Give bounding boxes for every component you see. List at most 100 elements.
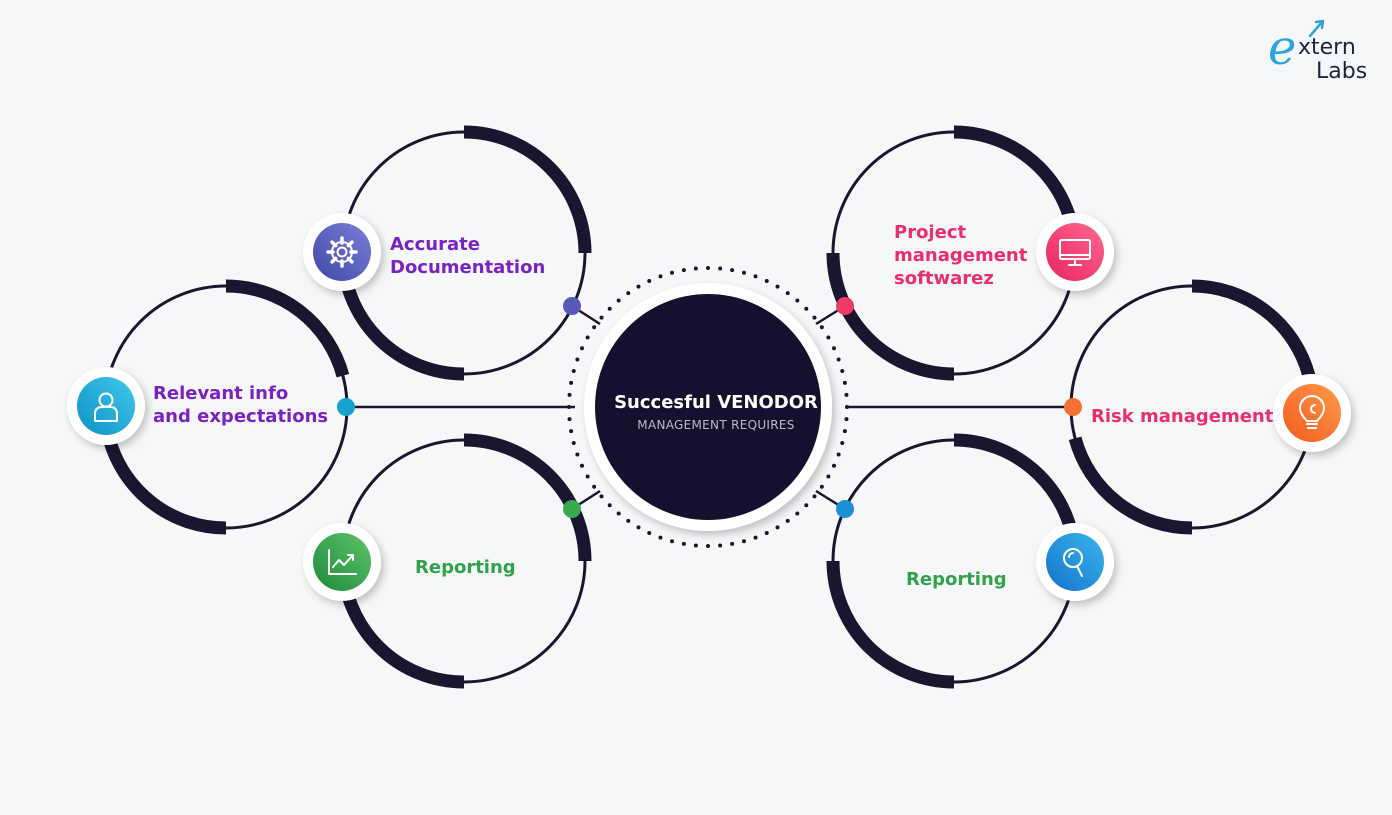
ring-dot: [569, 380, 574, 385]
ring-dot: [795, 298, 800, 303]
ring-dot: [844, 392, 849, 397]
center-title: Succesful VENODOR: [614, 392, 818, 413]
ring-dot: [775, 525, 780, 530]
ring-dot: [647, 530, 652, 535]
node-badge: [1046, 533, 1104, 591]
ring-dot: [670, 539, 675, 544]
ring-dot: [567, 417, 572, 422]
ring-dot: [753, 535, 758, 540]
ring-dot: [775, 284, 780, 289]
ring-dot: [571, 369, 576, 374]
node-ring-accent: [1068, 436, 1193, 535]
user-icon: [94, 392, 118, 422]
ring-dot: [804, 306, 809, 311]
node-label-reporting-left: Reporting: [415, 557, 516, 578]
ring-dot: [826, 474, 831, 479]
node-label-reporting-right: Reporting: [906, 569, 1007, 590]
connector-dot: [1064, 398, 1082, 416]
ring-dot: [730, 268, 735, 273]
ring-dot: [580, 463, 585, 468]
ring-dot: [571, 440, 576, 445]
connector-dot: [836, 297, 854, 315]
node-ring-accent: [463, 125, 592, 254]
ring-dot: [812, 315, 817, 320]
ring-dot: [626, 518, 631, 523]
ring-dot: [681, 541, 686, 546]
node-1: [303, 125, 592, 381]
chart-icon: [328, 549, 357, 575]
lightbulb-icon: [1299, 395, 1325, 429]
logo-letter-e: e: [1268, 20, 1297, 76]
search-icon: [1063, 548, 1083, 577]
ring-dot: [785, 291, 790, 296]
ring-dot: [718, 543, 723, 548]
node-badge: [313, 223, 371, 281]
ring-dot: [636, 284, 641, 289]
node-badge: [1046, 223, 1104, 281]
ring-dot: [741, 539, 746, 544]
ring-dot: [658, 274, 663, 279]
ring-dot: [819, 484, 824, 489]
node-ring-accent: [102, 436, 227, 535]
logo-word-labs: Labs: [1316, 59, 1368, 84]
logo-arrow-icon: [1308, 19, 1325, 38]
ring-dot: [741, 270, 746, 275]
node-label-relevant-info: Relevant info and expectations: [153, 383, 329, 427]
ring-dot: [580, 346, 585, 351]
ring-dot: [831, 463, 836, 468]
ring-dot: [842, 429, 847, 434]
center-disc: [595, 294, 821, 520]
ring-dot: [706, 266, 710, 270]
center-subtitle: MANAGEMENT REQUIRES: [637, 418, 795, 432]
node-ring-accent: [225, 279, 350, 378]
node-label-project-management: Project management softwarez: [894, 222, 1028, 289]
ring-dot: [804, 503, 809, 508]
ring-dot: [636, 525, 641, 530]
ring-dot: [840, 440, 845, 445]
ring-dot: [585, 474, 590, 479]
ring-dot: [575, 452, 580, 457]
ring-dot: [693, 543, 698, 548]
ring-dot: [616, 298, 621, 303]
connector-dot: [836, 500, 854, 518]
connector-dot: [563, 297, 581, 315]
ring-dot: [785, 518, 790, 523]
ring-dot: [616, 511, 621, 516]
ring-dot: [569, 429, 574, 434]
node-4: [826, 125, 1114, 381]
ring-dot: [753, 274, 758, 279]
node-2: [67, 279, 355, 535]
ring-dot: [592, 484, 597, 489]
ring-dot: [845, 405, 849, 409]
ring-dot: [842, 380, 847, 385]
node-ring-accent: [826, 252, 955, 381]
ring-dot: [599, 315, 604, 320]
ring-dot: [706, 544, 710, 548]
ring-dot: [670, 270, 675, 275]
node-label-accurate-documentation: Accurate Documentation: [390, 234, 546, 278]
connector-dot: [563, 500, 581, 518]
node-3: [303, 433, 592, 689]
node-ring-accent: [1191, 279, 1316, 378]
ring-dot: [681, 268, 686, 273]
ring-dot: [658, 535, 663, 540]
ring-dot: [819, 325, 824, 330]
ring-dot: [599, 494, 604, 499]
monitor-icon: [1059, 239, 1091, 266]
ring-dot: [730, 541, 735, 546]
ring-dot: [826, 335, 831, 340]
ring-dot: [844, 417, 849, 422]
connector-dot: [337, 398, 355, 416]
center-dotted-ring: [567, 266, 849, 548]
ring-dot: [592, 325, 597, 330]
ring-dot: [626, 291, 631, 296]
node-5: [1064, 279, 1351, 535]
ring-dot: [812, 494, 817, 499]
center-hub: [567, 266, 849, 548]
ring-dot: [831, 346, 836, 351]
node-ring-accent: [463, 433, 592, 562]
ring-dot: [795, 511, 800, 516]
extern-labs-logo: e xtern Labs: [1268, 18, 1378, 88]
